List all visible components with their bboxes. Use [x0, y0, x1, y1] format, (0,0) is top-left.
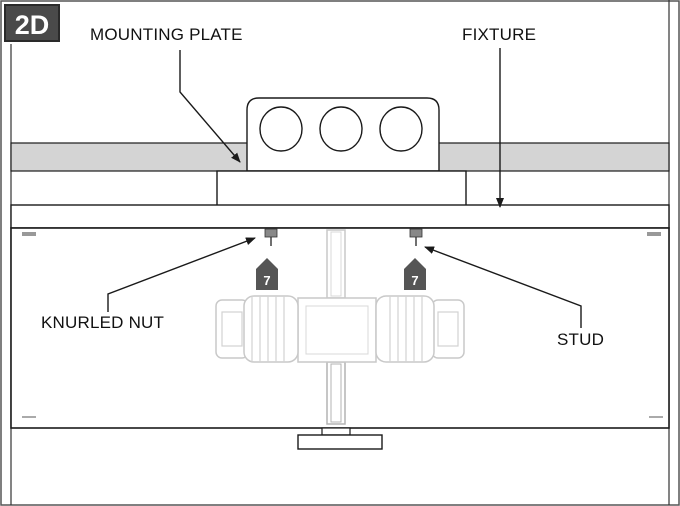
- knockout-circle-2: [319, 106, 363, 152]
- leader-stud: [424, 246, 582, 328]
- knockout-circle-1: [259, 106, 303, 152]
- label-mounting-plate: MOUNTING PLATE: [90, 25, 243, 44]
- right-stud-nut: [409, 228, 423, 246]
- junction-box: [246, 97, 440, 172]
- step-badge: 2D: [4, 4, 60, 42]
- left-stud-nut: [264, 228, 278, 246]
- leader-mounting-plate: [179, 50, 241, 163]
- label-knurled-nut: KNURLED NUT: [41, 313, 165, 332]
- fixture-base-plate: [297, 434, 383, 450]
- corner-mark-top-right: [647, 232, 661, 236]
- callout-right-7: 7: [404, 258, 426, 290]
- callout-left-7: 7: [256, 258, 278, 290]
- label-fixture: FIXTURE: [462, 25, 537, 44]
- mounting-plate: [216, 170, 467, 207]
- fixture-canopy: [10, 204, 670, 229]
- leader-knurled-nut: [107, 237, 256, 312]
- knockout-circle-3: [379, 106, 423, 152]
- label-stud: STUD: [557, 330, 605, 349]
- stem-collar: [321, 427, 351, 436]
- corner-mark-top-left: [22, 232, 36, 236]
- svg-text:7: 7: [263, 273, 270, 288]
- ghost-light-assembly: [215, 229, 465, 425]
- svg-text:7: 7: [411, 273, 418, 288]
